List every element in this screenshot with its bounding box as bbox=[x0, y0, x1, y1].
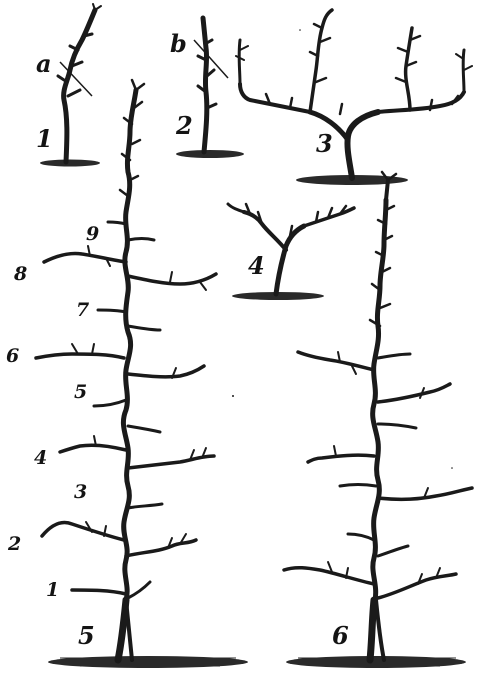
figure-2-label: 2 bbox=[175, 111, 193, 140]
figure-1-label: 1 bbox=[36, 124, 53, 153]
figure-2-vine: b 2 bbox=[170, 18, 244, 158]
figure-3-stem bbox=[236, 10, 472, 178]
figure-5-label: 5 bbox=[78, 621, 95, 650]
tier-label-3: 3 bbox=[74, 481, 87, 503]
figure-2-ground bbox=[176, 150, 244, 158]
figure-6-label: 6 bbox=[332, 621, 349, 650]
figure-3-label: 3 bbox=[316, 129, 333, 158]
tier-label-5: 5 bbox=[74, 381, 87, 403]
figure-3-vine: 3 bbox=[236, 10, 472, 185]
figure-1-cut-label: a bbox=[36, 49, 52, 78]
figure-6-vine: 6 bbox=[284, 172, 472, 668]
figure-5-stem bbox=[36, 80, 216, 660]
figure-5-vine: 1 2 3 4 5 6 7 8 9 5 bbox=[6, 80, 248, 668]
tier-label-7: 7 bbox=[76, 299, 89, 321]
tier-label-4: 4 bbox=[34, 447, 47, 469]
figure-1-vine: a 1 bbox=[36, 4, 101, 167]
tier-label-9: 9 bbox=[86, 223, 99, 245]
figure-6-stem bbox=[284, 172, 472, 660]
figure-4-label: 4 bbox=[248, 251, 265, 280]
tier-label-1: 1 bbox=[46, 579, 59, 601]
figure-2-cut-label: b bbox=[170, 29, 187, 58]
figure-4-stem bbox=[228, 204, 354, 294]
tier-label-6: 6 bbox=[6, 345, 19, 367]
figure-1-ground bbox=[40, 160, 100, 167]
figure-2-stem bbox=[198, 18, 216, 152]
tier-label-8: 8 bbox=[13, 263, 27, 285]
figure-4-vine: 4 bbox=[228, 204, 354, 300]
tier-label-2: 2 bbox=[7, 533, 21, 555]
figure-5-tier-labels: 1 2 3 4 5 6 7 8 9 bbox=[6, 223, 99, 601]
